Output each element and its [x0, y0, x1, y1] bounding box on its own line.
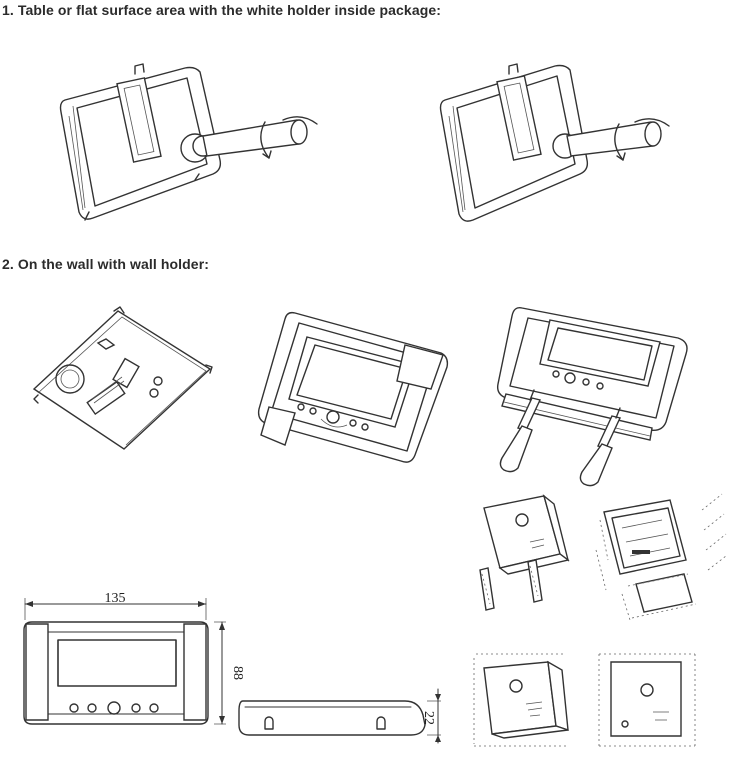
- section-2-heading: 2. On the wall with wall holder:: [2, 256, 209, 272]
- tabletop-holder-illustration-2: [439, 63, 670, 222]
- receiver-module-closed-illustration: [473, 653, 569, 747]
- receiver-module-open-illustration: [595, 493, 727, 621]
- side-dimension-drawing: 22: [238, 688, 441, 744]
- depth-dimension-label: 22: [421, 711, 436, 725]
- receiver-module-wall-illustration: [598, 653, 696, 747]
- tabletop-holder-illustration-1: [59, 63, 318, 221]
- receiver-module-back-illustration: [479, 494, 570, 611]
- thermostat-screwdriver-mount-illustration: [496, 306, 688, 487]
- front-dimension-drawing: 135 88: [23, 591, 245, 725]
- thermostat-front-illustration: [257, 311, 449, 463]
- height-dimension-label: 88: [230, 666, 245, 680]
- section-1-heading: 1. Table or flat surface area with the w…: [2, 2, 442, 18]
- wall-plate-illustration: [32, 306, 213, 450]
- width-dimension-label: 135: [105, 591, 126, 606]
